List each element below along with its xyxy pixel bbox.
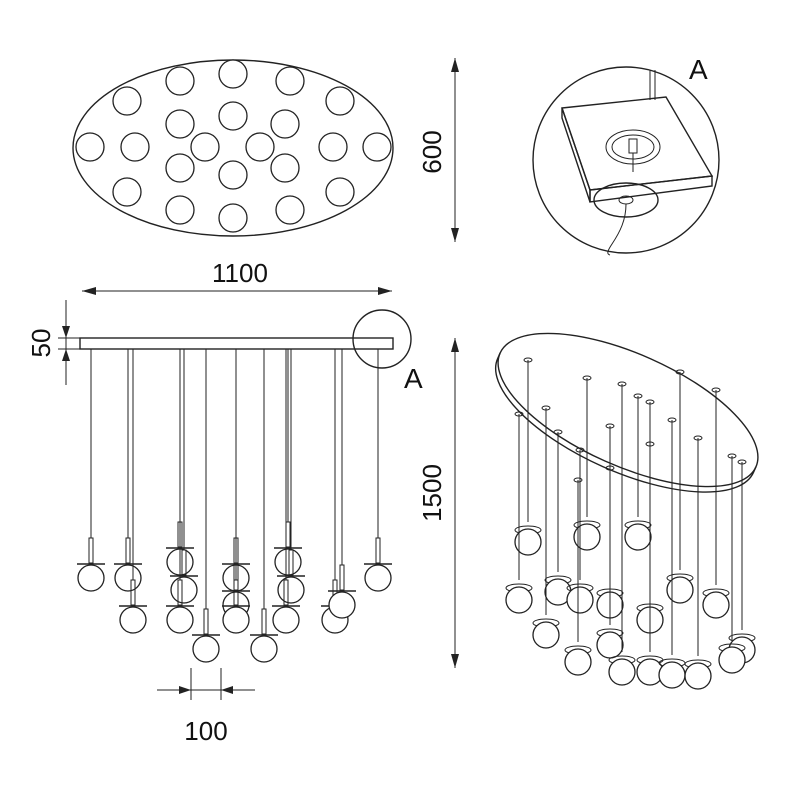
height-dimension-label: 1500 bbox=[417, 464, 447, 522]
perspective-ball bbox=[514, 528, 542, 556]
top-view-ball bbox=[165, 153, 195, 183]
top-view-ball bbox=[245, 132, 275, 162]
canopy-thickness-label: 50 bbox=[26, 329, 56, 358]
perspective-ball bbox=[532, 621, 560, 649]
front-view-ball bbox=[277, 576, 305, 604]
width-dimension: 1100 bbox=[82, 258, 392, 295]
top-view-ball bbox=[112, 177, 142, 207]
detail-a-callout-label: A bbox=[404, 363, 423, 394]
top-view-ball bbox=[325, 177, 355, 207]
front-view-ball bbox=[328, 591, 356, 619]
front-view-rod-end bbox=[233, 579, 239, 606]
top-view-ball bbox=[218, 101, 248, 131]
detail-a-callout-circle bbox=[352, 309, 412, 369]
front-view-rod-end bbox=[130, 579, 136, 606]
depth-dimension-label: 600 bbox=[417, 130, 447, 173]
front-view-ball bbox=[250, 635, 278, 663]
canopy-thickness-dimension: 50 bbox=[26, 300, 80, 385]
front-view-rod-end bbox=[285, 521, 291, 548]
top-view-ball bbox=[165, 109, 195, 139]
front-view-rod-end bbox=[375, 537, 381, 564]
detail-a-view: A bbox=[532, 54, 720, 256]
top-view bbox=[72, 59, 394, 237]
top-view-ball bbox=[270, 153, 300, 183]
front-view-rod-end bbox=[261, 608, 267, 635]
top-view-ball bbox=[218, 59, 248, 89]
top-view-ball bbox=[318, 132, 348, 162]
top-view-ball bbox=[75, 132, 105, 162]
top-view-ball bbox=[275, 195, 305, 225]
front-view: A bbox=[77, 309, 423, 663]
top-view-ball bbox=[218, 160, 248, 190]
front-view-ball bbox=[166, 606, 194, 634]
perspective-ball bbox=[702, 591, 730, 619]
top-view-balls bbox=[75, 59, 392, 233]
front-view-rod-end bbox=[177, 579, 183, 606]
front-view-rod-end bbox=[339, 564, 345, 591]
top-view-ball bbox=[120, 132, 150, 162]
top-view-ball bbox=[218, 203, 248, 233]
perspective-ball bbox=[684, 662, 712, 690]
front-view-rod-end bbox=[125, 537, 131, 564]
top-view-ball bbox=[165, 195, 195, 225]
top-view-ball bbox=[165, 66, 195, 96]
front-view-ball bbox=[274, 548, 302, 576]
perspective-ball bbox=[608, 658, 636, 686]
perspective-ball bbox=[718, 646, 746, 674]
ball-spacing-dimension: 100 bbox=[157, 668, 255, 746]
perspective-ball bbox=[564, 648, 592, 676]
perspective-ball bbox=[666, 576, 694, 604]
front-view-pendants bbox=[77, 349, 392, 663]
perspective-pendants bbox=[505, 357, 756, 690]
front-view-rod-end bbox=[288, 549, 294, 576]
top-view-ball bbox=[275, 66, 305, 96]
top-view-ball bbox=[112, 86, 142, 116]
front-view-ball bbox=[272, 606, 300, 634]
front-view-canopy bbox=[79, 337, 394, 350]
front-view-rod-end bbox=[203, 608, 209, 635]
top-view-ball bbox=[270, 109, 300, 139]
front-view-rod-end bbox=[181, 549, 187, 576]
perspective-ball bbox=[596, 631, 624, 659]
depth-dimension: 600 bbox=[417, 58, 459, 242]
front-view-ball bbox=[77, 564, 105, 592]
perspective-view bbox=[495, 332, 759, 690]
detail-a-title: A bbox=[689, 54, 708, 85]
top-view-ball bbox=[190, 132, 220, 162]
front-view-ball bbox=[114, 564, 142, 592]
top-view-ball bbox=[362, 132, 392, 162]
perspective-ball bbox=[624, 523, 652, 551]
perspective-canopy-top bbox=[497, 332, 759, 488]
front-view-ball bbox=[119, 606, 147, 634]
front-view-ball bbox=[364, 564, 392, 592]
perspective-ball bbox=[566, 586, 594, 614]
detail-a-circle bbox=[532, 66, 720, 254]
front-view-ball bbox=[222, 606, 250, 634]
perspective-ball bbox=[505, 586, 533, 614]
front-view-ball bbox=[170, 576, 198, 604]
perspective-ball bbox=[658, 661, 686, 689]
front-view-rod-end bbox=[88, 537, 94, 564]
ball-spacing-label: 100 bbox=[184, 716, 227, 746]
top-view-ball bbox=[325, 86, 355, 116]
front-view-ball bbox=[192, 635, 220, 663]
height-dimension: 1500 bbox=[417, 338, 459, 668]
width-dimension-label: 1100 bbox=[212, 258, 268, 288]
front-view-rod-end bbox=[283, 579, 289, 606]
